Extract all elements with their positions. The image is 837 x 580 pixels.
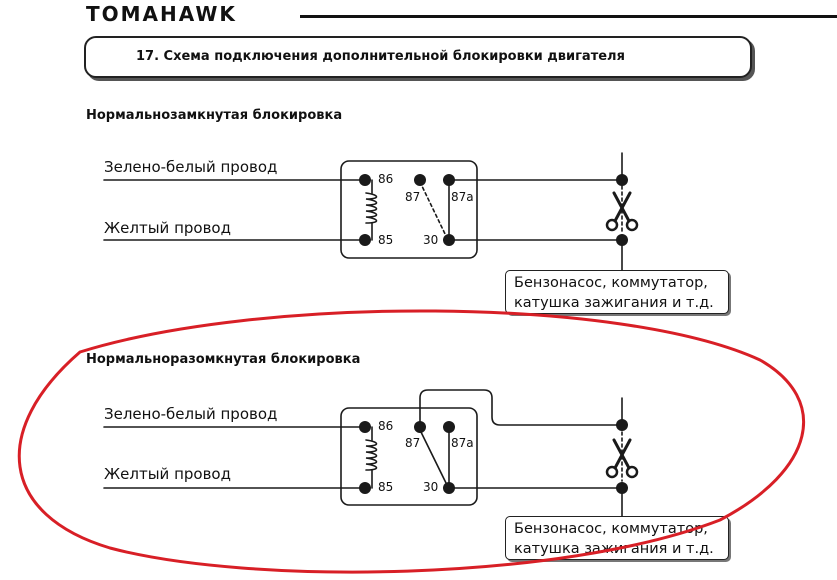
diagram-1-load-box: Бензонасос, коммутатор, катушка зажигани…: [505, 270, 729, 314]
relay-coil-icon: [365, 426, 378, 489]
diagram-2-wire-green-white-label: Зелено-белый провод: [104, 405, 278, 423]
diagram-2-load-box: Бензонасос, коммутатор, катушка зажигани…: [505, 516, 729, 560]
diagram-1-pin-86: 86: [378, 172, 394, 186]
section-title: 17. Схема подключения дополнительной бло…: [136, 49, 625, 64]
diagram-2-pin-85: 85: [378, 480, 394, 494]
brand-rule: [300, 15, 837, 18]
diagram-2-node-87: [414, 421, 426, 433]
diagram-2-node-85: [359, 482, 371, 494]
diagram-1-wire-green-white-label: Зелено-белый провод: [104, 158, 278, 176]
diagram-1-load-line-2: катушка зажигания и т.д.: [514, 295, 714, 311]
diagram-2-node-cut-top: [616, 419, 628, 431]
relay-coil-icon: [365, 179, 378, 241]
diagram-1-node-cut-top: [616, 174, 628, 186]
diagram-2-wire-yellow-label: Желтый провод: [104, 465, 231, 483]
diagram-1-node-cut-bottom: [616, 234, 628, 246]
diagram-2-relay-box: [340, 407, 478, 506]
diagram-1-node-30: [443, 234, 455, 246]
diagram-1-node-87a: [443, 174, 455, 186]
diagram-1-node-85: [359, 234, 371, 246]
diagram-1-wire-yellow-label: Желтый провод: [104, 219, 231, 237]
diagram-2-pin-30: 30: [423, 480, 439, 494]
diagram-1-pin-85: 85: [378, 233, 394, 247]
diagram-2-load-line-1: Бензонасос, коммутатор,: [514, 521, 708, 537]
diagram-2-node-30: [443, 482, 455, 494]
diagram-1-pin-30: 30: [423, 233, 439, 247]
diagram-1-relay-box: [340, 160, 478, 259]
diagram-1-node-87: [414, 174, 426, 186]
diagram-2-pin-87: 87: [405, 436, 421, 450]
diagram-2-switch: [419, 429, 448, 486]
diagram-2-wiring: [103, 389, 639, 517]
scissors-icon: [605, 438, 639, 479]
diagram-1-wiring: [103, 152, 639, 271]
diagram-2-node-cut-bottom: [616, 482, 628, 494]
diagram-1-switch-dashed: [419, 181, 448, 239]
scissors-icon: [605, 191, 639, 232]
diagram-2-wire-87-out: [419, 389, 623, 428]
diagram-2-pin-87a: 87a: [451, 436, 474, 450]
diagram-1-pin-87a: 87a: [451, 190, 474, 204]
diagram-2-heading: Нормальноразомкнутая блокировка: [86, 352, 361, 367]
brand-logo: TOMAHAWK: [86, 2, 237, 26]
diagram-1-node-86: [359, 174, 371, 186]
highlight-ellipse: [17, 309, 806, 574]
diagram-2-node-87a: [443, 421, 455, 433]
diagram-2-node-86: [359, 421, 371, 433]
diagram-1-pin-87: 87: [405, 190, 421, 204]
diagram-1-load-line-1: Бензонасос, коммутатор,: [514, 275, 708, 291]
diagram-1-heading: Нормальнозамкнутая блокировка: [86, 108, 343, 123]
diagram-2-pin-86: 86: [378, 419, 394, 433]
section-header-box: [84, 36, 752, 78]
